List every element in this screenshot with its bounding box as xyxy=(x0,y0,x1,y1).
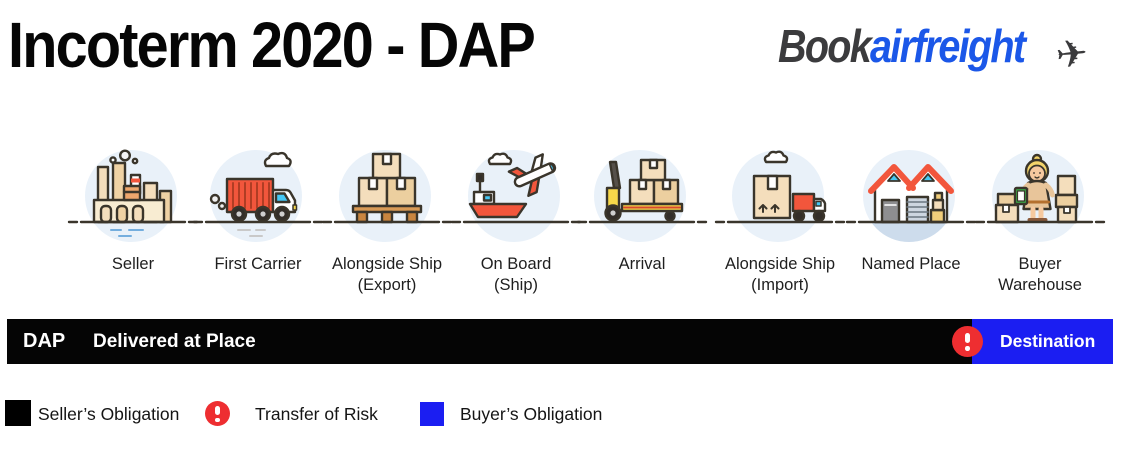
legend-label-seller: Seller’s Obligation xyxy=(38,404,180,424)
stage-named-place: Named Place xyxy=(845,150,977,300)
stage-label: Alongside Ship (Import) xyxy=(724,255,836,295)
box-truck-icon xyxy=(714,150,846,224)
page-title: Incoterm 2020 - DAP xyxy=(8,9,536,81)
airplane-icon: ✈ xyxy=(1053,32,1090,78)
pallet-jack-icon xyxy=(576,158,708,224)
logo-text-airfreight: airfreight xyxy=(870,20,1026,72)
stage-label: Arrival xyxy=(618,255,666,273)
bar-name: Delivered at Place xyxy=(93,330,256,352)
stage-on-board-ship: On Board (Ship) xyxy=(450,150,582,300)
logo-text-book: Book xyxy=(778,20,872,72)
legend-label-buyer: Buyer’s Obligation xyxy=(460,404,603,424)
bar-code: DAP xyxy=(23,330,66,352)
factory-icon xyxy=(67,149,199,237)
warehouse-icon xyxy=(845,164,977,224)
bookairfreight-logo: Bookairfreight xyxy=(778,20,1026,72)
seller-obligation-segment: DAP Delivered at Place xyxy=(7,319,972,364)
transfer-of-risk-icon xyxy=(954,328,981,355)
stage-label: Buyer Warehouse xyxy=(998,255,1082,295)
stage-alongside-ship-import: Alongside Ship (Import) xyxy=(714,150,846,300)
transfer-of-risk-icon xyxy=(205,401,230,426)
stage-label: Alongside Ship (Export) xyxy=(331,255,443,295)
truck-icon xyxy=(192,151,324,237)
stage-label: On Board (Ship) xyxy=(480,255,552,295)
stage-arrival: Arrival xyxy=(576,150,708,300)
stage-first-carrier: First Carrier xyxy=(192,150,324,300)
stage-label: First Carrier xyxy=(214,255,302,273)
buyer-obligation-segment: Destination xyxy=(972,319,1113,364)
pallet-boxes-icon xyxy=(321,152,453,224)
buyer-obligation-swatch xyxy=(420,402,444,426)
legend-label-risk: Transfer of Risk xyxy=(255,404,378,424)
bar-destination-label: Destination xyxy=(1000,331,1096,351)
legend: Seller’s Obligation Transfer of Risk Buy… xyxy=(0,398,720,432)
incoterm-bar: DAP Delivered at Place Destination xyxy=(7,319,1113,364)
seller-obligation-swatch xyxy=(5,400,31,426)
ship-plane-icon xyxy=(450,152,582,224)
stage-seller: Seller xyxy=(67,149,199,300)
exclamation-icon xyxy=(965,333,970,343)
worker-icon xyxy=(974,153,1106,224)
stage-label: Seller xyxy=(111,255,155,273)
stage-buyer-warehouse: Buyer Warehouse xyxy=(974,150,1106,300)
stage-label: Named Place xyxy=(861,255,961,273)
stage-alongside-ship-export: Alongside Ship (Export) xyxy=(321,150,453,300)
